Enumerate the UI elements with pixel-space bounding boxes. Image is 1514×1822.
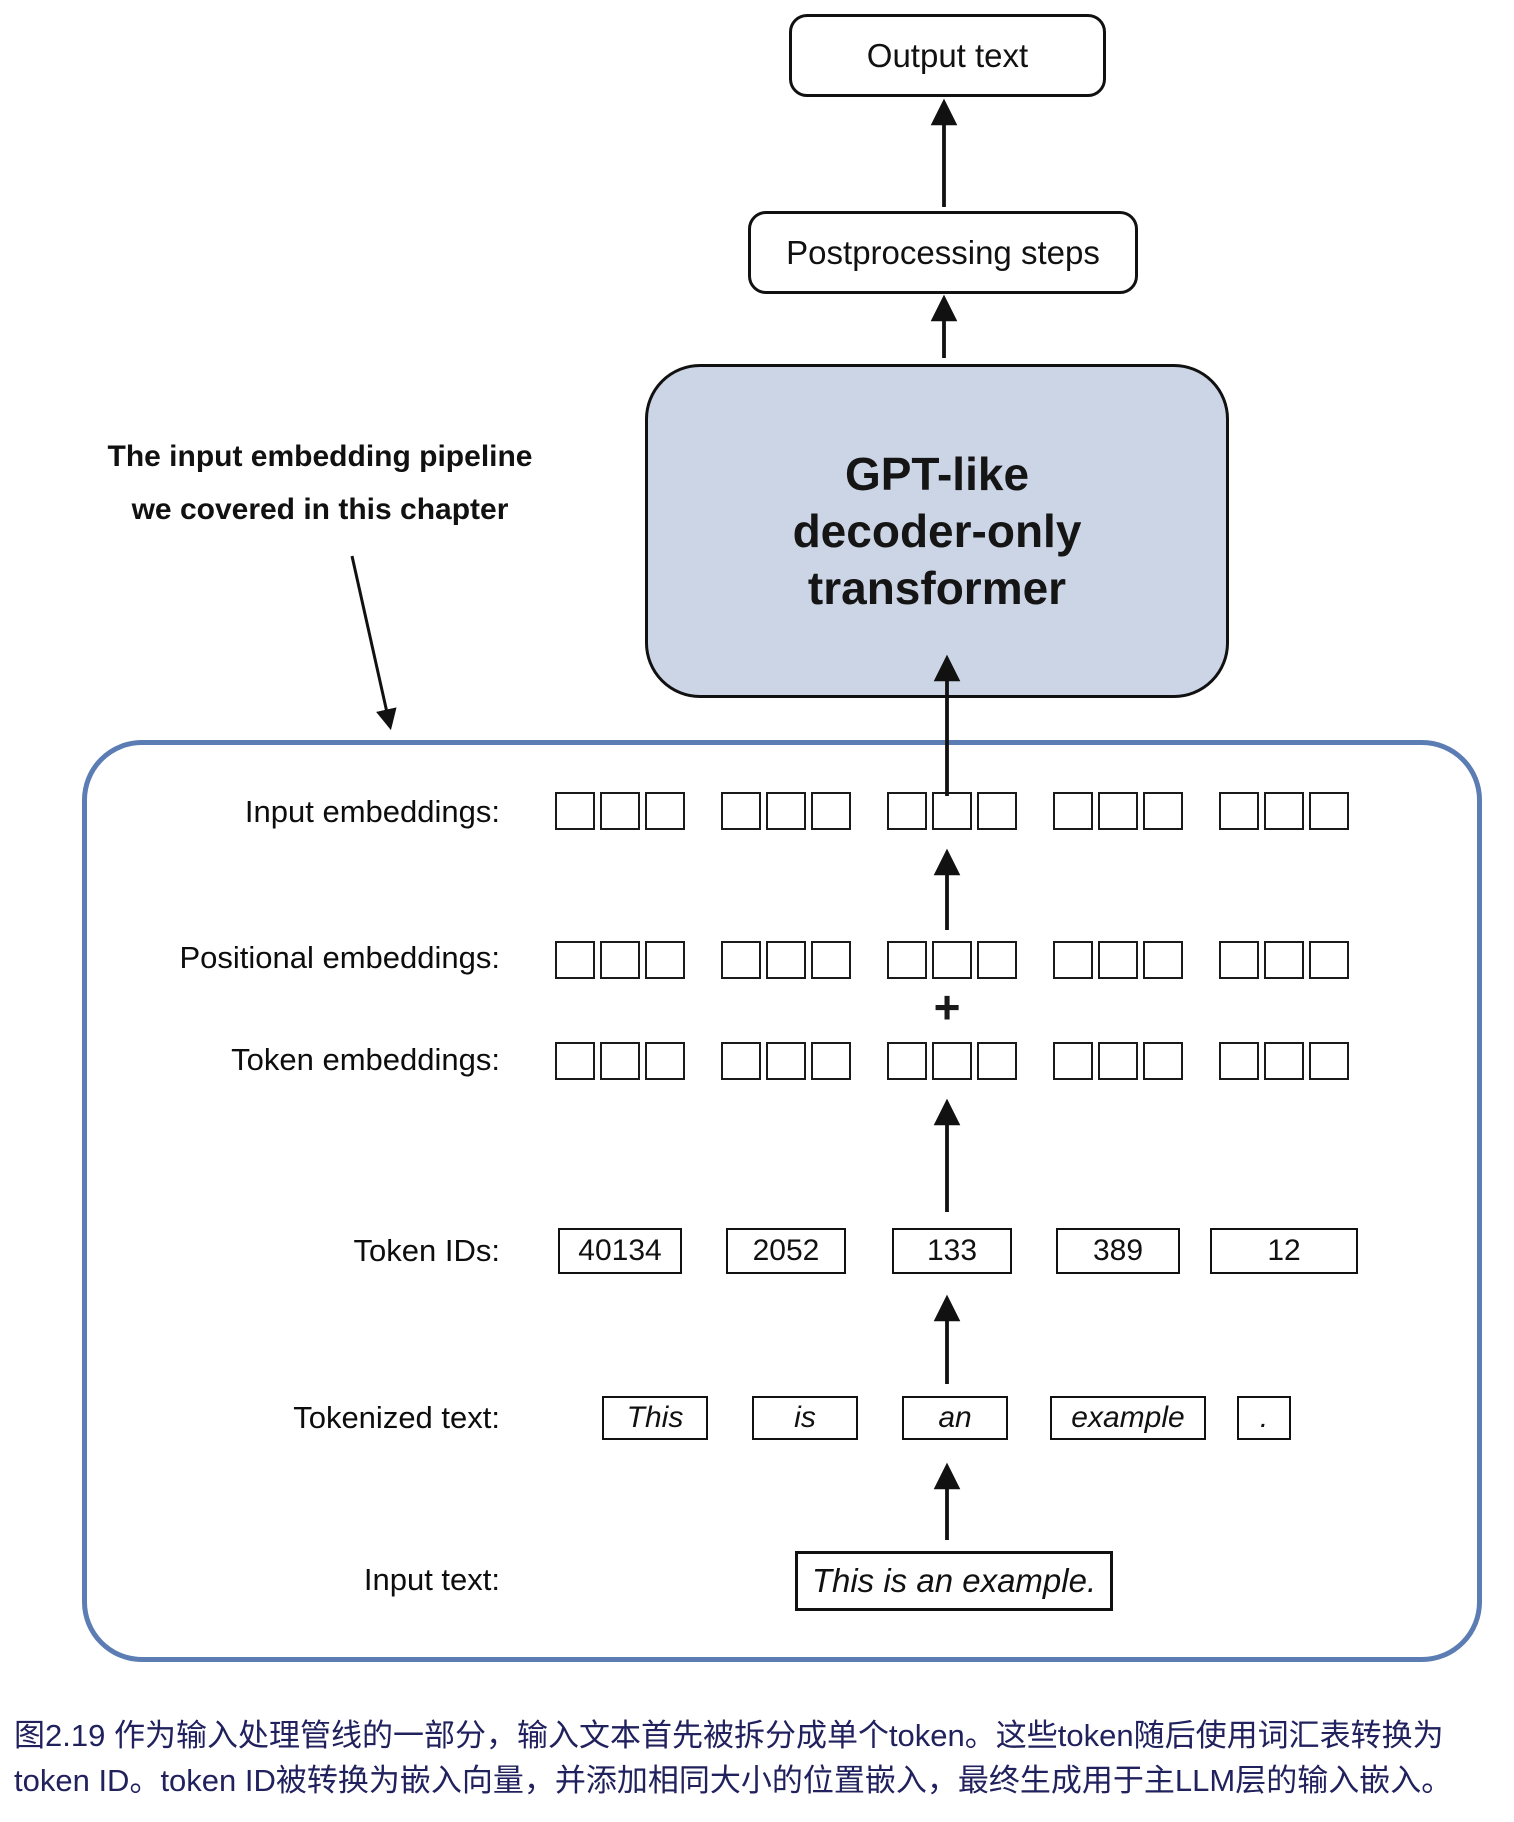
embedding-cell <box>1219 941 1259 979</box>
embedding-cell <box>1053 792 1093 830</box>
annotation-line-1: The input embedding pipeline <box>107 440 533 473</box>
embedding-cell <box>811 941 851 979</box>
embedding-pipeline-container <box>82 740 1482 1662</box>
token-box: This <box>602 1396 708 1440</box>
embedding-cell <box>1219 792 1259 830</box>
embedding-cell <box>1264 941 1304 979</box>
embedding-cell <box>1219 1042 1259 1080</box>
embedding-cell <box>766 1042 806 1080</box>
embedding-cell <box>1143 941 1183 979</box>
token-id-box: 389 <box>1056 1228 1180 1274</box>
embedding-cell <box>932 941 972 979</box>
tokenized-text-label: Tokenized text: <box>293 1400 500 1435</box>
postprocessing-label: Postprocessing steps <box>786 233 1100 271</box>
annotation-line-2: we covered in this chapter <box>131 493 509 526</box>
embedding-cell <box>887 1042 927 1080</box>
embedding-cell <box>1309 1042 1349 1080</box>
embedding-cell <box>645 792 685 830</box>
embedding-cell <box>721 941 761 979</box>
token-embeddings-label: Token embeddings: <box>231 1042 500 1077</box>
embedding-cell <box>555 1042 595 1080</box>
embedding-cell <box>811 792 851 830</box>
embedding-cell <box>932 792 972 830</box>
embedding-cell <box>887 941 927 979</box>
pipeline-annotation: The input embedding pipeline we covered … <box>90 430 550 536</box>
input-text-value: This is an example. <box>811 1562 1097 1599</box>
embedding-cell <box>645 1042 685 1080</box>
embedding-cell <box>1143 792 1183 830</box>
embedding-cell <box>1309 941 1349 979</box>
caption-line-2: token ID。token ID被转换为嵌入向量，并添加相同大小的位置嵌入，最… <box>14 1763 1453 1798</box>
embedding-cell <box>1098 941 1138 979</box>
embedding-cell <box>1143 1042 1183 1080</box>
plus-sign: + <box>933 981 961 1033</box>
positional-embeddings-label: Positional embeddings: <box>179 940 500 975</box>
token-id-box: 12 <box>1210 1228 1358 1274</box>
embedding-cell <box>1053 941 1093 979</box>
embedding-cell <box>1264 792 1304 830</box>
postprocessing-box: Postprocessing steps <box>748 211 1138 294</box>
embedding-cell <box>1098 792 1138 830</box>
embedding-cell <box>932 1042 972 1080</box>
embedding-cell <box>600 792 640 830</box>
input-text-label: Input text: <box>363 1562 500 1597</box>
embedding-cell <box>1098 1042 1138 1080</box>
embedding-cell <box>766 792 806 830</box>
embedding-cell <box>721 792 761 830</box>
embedding-cell <box>1053 1042 1093 1080</box>
input-embeddings-label: Input embeddings: <box>244 794 500 829</box>
gpt-line-3: transformer <box>807 561 1067 614</box>
output-text-box: Output text <box>789 14 1106 97</box>
embedding-cell <box>766 941 806 979</box>
embedding-cell <box>1309 792 1349 830</box>
embedding-cell <box>977 1042 1017 1080</box>
embedding-cell <box>645 941 685 979</box>
embedding-cell <box>555 941 595 979</box>
gpt-line-2: decoder-only <box>792 504 1082 557</box>
embedding-cell <box>977 941 1017 979</box>
embedding-cell <box>600 941 640 979</box>
token-id-box: 40134 <box>558 1228 682 1274</box>
caption-line-1: 图2.19 作为输入处理管线的一部分，输入文本首先被拆分成单个token。这些t… <box>14 1718 1444 1753</box>
embedding-cell <box>600 1042 640 1080</box>
token-id-box: 133 <box>892 1228 1012 1274</box>
embedding-cell <box>811 1042 851 1080</box>
gpt-transformer-box: GPT-like decoder-only transformer <box>645 364 1229 698</box>
token-box: is <box>752 1396 858 1440</box>
token-box: example <box>1050 1396 1206 1440</box>
input-text-box: This is an example. <box>795 1551 1113 1611</box>
token-ids-label: Token IDs: <box>353 1233 500 1268</box>
annotation-arrow <box>350 555 397 731</box>
embedding-cell <box>721 1042 761 1080</box>
token-id-box: 2052 <box>726 1228 846 1274</box>
gpt-line-1: GPT-like <box>844 447 1030 500</box>
output-text-label: Output text <box>866 36 1029 74</box>
embedding-cell <box>555 792 595 830</box>
embedding-cell <box>977 792 1017 830</box>
token-box: . <box>1237 1396 1291 1440</box>
token-box: an <box>902 1396 1008 1440</box>
embedding-cell <box>887 792 927 830</box>
embedding-cell <box>1264 1042 1304 1080</box>
